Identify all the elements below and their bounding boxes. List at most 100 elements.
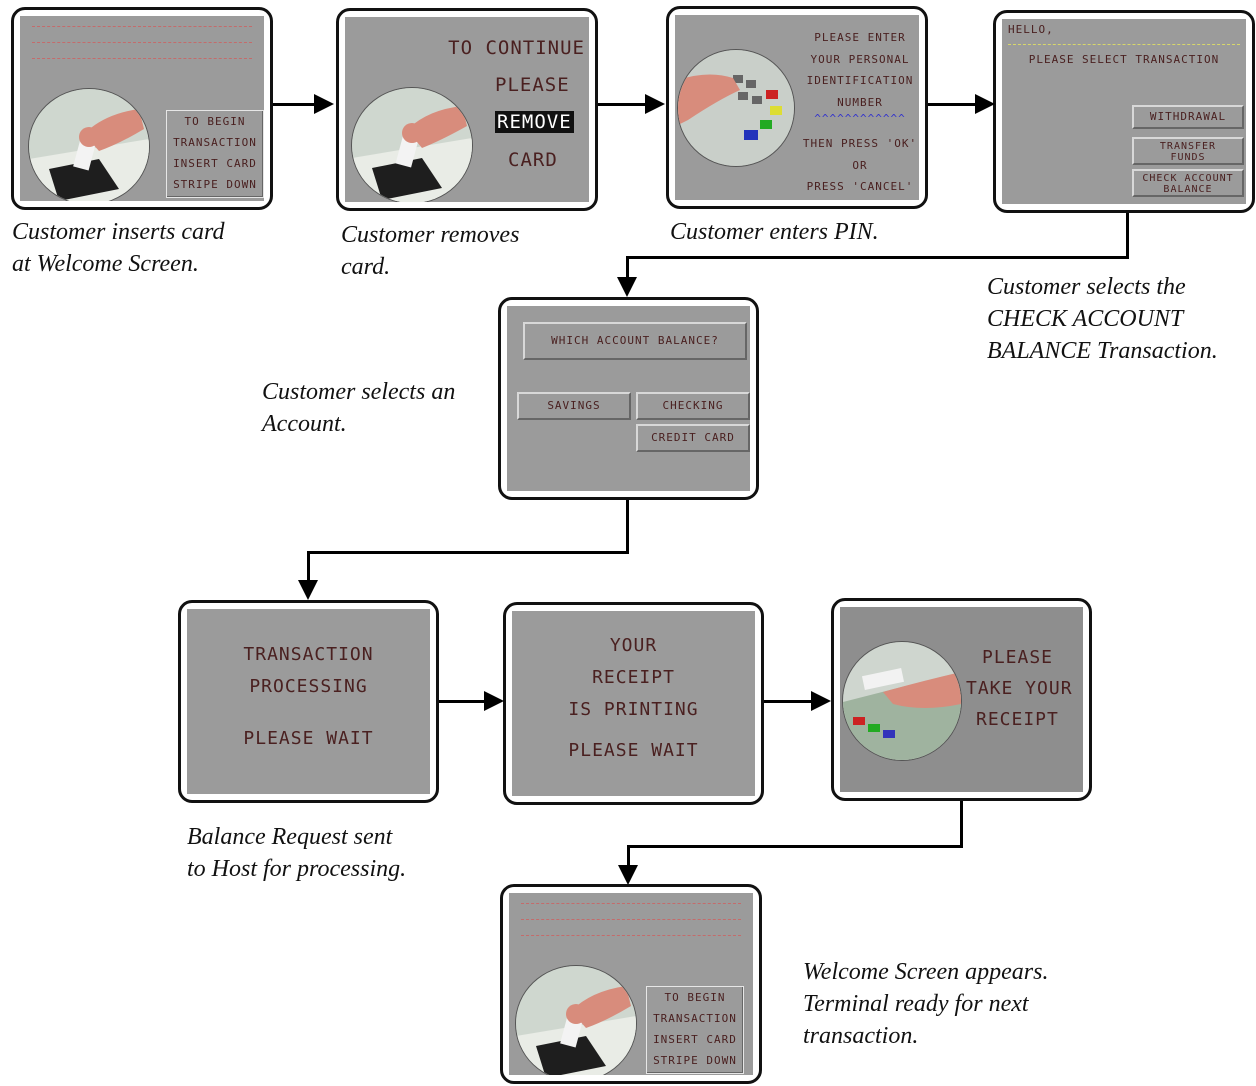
- pin-mask: ^^^^^^^^^^^^: [814, 112, 906, 125]
- arrow-5-head: [811, 691, 831, 711]
- take-receipt-frame: PLEASE TAKE YOUR RECEIPT: [831, 598, 1092, 801]
- connector-2-horizontal: [307, 551, 629, 554]
- welcome-screen-frame: TO BEGIN TRANSACTION INSERT CARD STRIPE …: [11, 7, 273, 210]
- caption-line: Balance Request sent: [187, 824, 393, 850]
- welcome-screen: TO BEGIN TRANSACTION INSERT CARD STRIPE …: [20, 16, 264, 201]
- welcome-line: TO BEGIN: [664, 991, 726, 1004]
- card-remove-photo: [351, 87, 473, 202]
- transfer-funds-button[interactable]: TRANSFER FUNDS: [1132, 137, 1244, 165]
- checking-button[interactable]: CHECKING: [636, 392, 750, 420]
- card-insert-photo-2: [515, 965, 637, 1075]
- receipt-line-4: PLEASE WAIT: [568, 740, 699, 761]
- connector-3-horizontal: [627, 845, 963, 848]
- take-line-2: TAKE YOUR: [966, 678, 1073, 699]
- take-line-1: PLEASE: [982, 647, 1054, 668]
- caption-select-account: Customer selects an Account.: [262, 376, 455, 440]
- receipt-hand-photo: [842, 641, 962, 761]
- welcome-line: INSERT CARD: [173, 157, 257, 170]
- caption-balance-request: Balance Request sent to Host for process…: [187, 821, 406, 885]
- remove-card-screen: TO CONTINUE PLEASE REMOVE CARD: [345, 17, 589, 202]
- welcome-again-frame: TO BEGIN TRANSACTION INSERT CARD STRIPE …: [500, 884, 762, 1084]
- caption-line: Customer selects the: [987, 274, 1186, 300]
- connector-1-drop: [626, 256, 629, 278]
- pin-line: NUMBER: [837, 95, 883, 109]
- welcome-line: STRIPE DOWN: [173, 178, 257, 191]
- card-insert-photo: [28, 88, 150, 201]
- welcome-header-lines: [32, 26, 252, 74]
- remove-line-3: REMOVE: [495, 111, 574, 133]
- pin-entry-screen: PLEASE ENTER YOUR PERSONAL IDENTIFICATIO…: [675, 15, 919, 200]
- connector-1-horizontal: [626, 256, 1129, 259]
- connector-2-drop: [307, 551, 310, 581]
- caption-select-transaction: Customer selects the CHECK ACCOUNT BALAN…: [987, 271, 1218, 367]
- processing-line-1: TRANSACTION: [243, 644, 374, 665]
- pin-entry-frame: PLEASE ENTER YOUR PERSONAL IDENTIFICATIO…: [666, 6, 928, 209]
- receipt-line-1: YOUR: [609, 635, 658, 656]
- processing-screen: TRANSACTION PROCESSING PLEASE WAIT: [187, 609, 430, 794]
- caption-insert-card: Customer inserts card at Welcome Screen.: [12, 216, 224, 280]
- welcome-again-screen: TO BEGIN TRANSACTION INSERT CARD STRIPE …: [509, 893, 753, 1075]
- welcome-line: STRIPE DOWN: [653, 1054, 737, 1067]
- connector-3-head: [618, 865, 638, 885]
- caption-line: card.: [341, 254, 391, 280]
- select-transaction-screen: HELLO, PLEASE SELECT TRANSACTION WITHDRA…: [1002, 19, 1246, 204]
- keypad-photo: [677, 49, 795, 167]
- account-selection-frame: WHICH ACCOUNT BALANCE? SAVINGS CHECKING …: [498, 297, 759, 500]
- account-title-box: WHICH ACCOUNT BALANCE?: [523, 322, 747, 360]
- connector-2-head: [298, 580, 318, 600]
- arrow-2-head: [645, 94, 665, 114]
- caption-line: Welcome Screen appears.: [803, 959, 1049, 985]
- processing-line-2: PROCESSING: [249, 676, 368, 697]
- caption-line: Terminal ready for next: [803, 991, 1029, 1017]
- connector-1-vertical: [1126, 213, 1129, 258]
- caption-line: transaction.: [803, 1023, 919, 1049]
- account-selection-screen: WHICH ACCOUNT BALANCE? SAVINGS CHECKING …: [507, 306, 750, 491]
- arrow-3-head: [975, 94, 995, 114]
- caption-enter-pin: Customer enters PIN.: [670, 216, 879, 248]
- remove-line-1: TO CONTINUE: [448, 37, 585, 59]
- pin-instructions: PLEASE ENTER YOUR PERSONAL IDENTIFICATIO…: [795, 27, 919, 198]
- processing-frame: TRANSACTION PROCESSING PLEASE WAIT: [178, 600, 439, 803]
- select-prompt: PLEASE SELECT TRANSACTION: [1028, 53, 1220, 66]
- pin-line: IDENTIFICATION: [806, 74, 914, 87]
- caption-line: Customer selects an: [262, 379, 456, 405]
- connector-3-drop: [627, 845, 630, 866]
- caption-line: Customer inserts card: [12, 219, 225, 245]
- connector-3-vertical: [960, 801, 963, 848]
- credit-card-button[interactable]: CREDIT CARD: [636, 424, 750, 452]
- caption-line: to Host for processing.: [187, 856, 407, 882]
- select-transaction-frame: HELLO, PLEASE SELECT TRANSACTION WITHDRA…: [993, 10, 1255, 213]
- welcome-instructions: TO BEGIN TRANSACTION INSERT CARD STRIPE …: [166, 110, 264, 198]
- take-line-3: RECEIPT: [976, 709, 1059, 730]
- withdrawal-button[interactable]: WITHDRAWAL: [1132, 105, 1244, 129]
- receipt-printing-screen: YOUR RECEIPT IS PRINTING PLEASE WAIT: [512, 611, 755, 796]
- arrow-2-line: [598, 103, 646, 106]
- caption-welcome-appears: Welcome Screen appears. Terminal ready f…: [803, 956, 1048, 1052]
- take-receipt-screen: PLEASE TAKE YOUR RECEIPT: [840, 607, 1083, 792]
- check-balance-button[interactable]: CHECK ACCOUNT BALANCE: [1132, 169, 1244, 197]
- welcome-again-instructions: TO BEGIN TRANSACTION INSERT CARD STRIPE …: [646, 986, 744, 1074]
- hello-underline: [1008, 44, 1240, 45]
- connector-2-vertical: [626, 500, 629, 554]
- arrow-3-line: [928, 103, 976, 106]
- savings-button[interactable]: SAVINGS: [517, 392, 631, 420]
- remove-highlight: REMOVE: [495, 111, 574, 133]
- caption-line: Account.: [262, 411, 347, 437]
- connector-1-head: [617, 277, 637, 297]
- pin-line: YOUR PERSONAL: [810, 52, 910, 66]
- welcome-line: TO BEGIN: [184, 115, 246, 128]
- receipt-printing-frame: YOUR RECEIPT IS PRINTING PLEASE WAIT: [503, 602, 764, 805]
- caption-line: at Welcome Screen.: [12, 251, 199, 277]
- arrow-4-line: [439, 700, 485, 703]
- remove-line-4: CARD: [508, 149, 558, 171]
- welcome-line: INSERT CARD: [653, 1033, 737, 1046]
- arrow-1-line: [273, 103, 315, 106]
- arrow-5-line: [764, 700, 812, 703]
- hello-text: HELLO,: [1008, 23, 1054, 36]
- arrow-1-head: [314, 94, 334, 114]
- remove-card-frame: TO CONTINUE PLEASE REMOVE CARD: [336, 8, 598, 211]
- receipt-line-3: IS PRINTING: [568, 699, 699, 720]
- caption-line: CHECK ACCOUNT: [987, 306, 1184, 332]
- pin-line: PLEASE ENTER: [814, 31, 906, 44]
- pin-line: PRESS 'CANCEL': [806, 180, 914, 193]
